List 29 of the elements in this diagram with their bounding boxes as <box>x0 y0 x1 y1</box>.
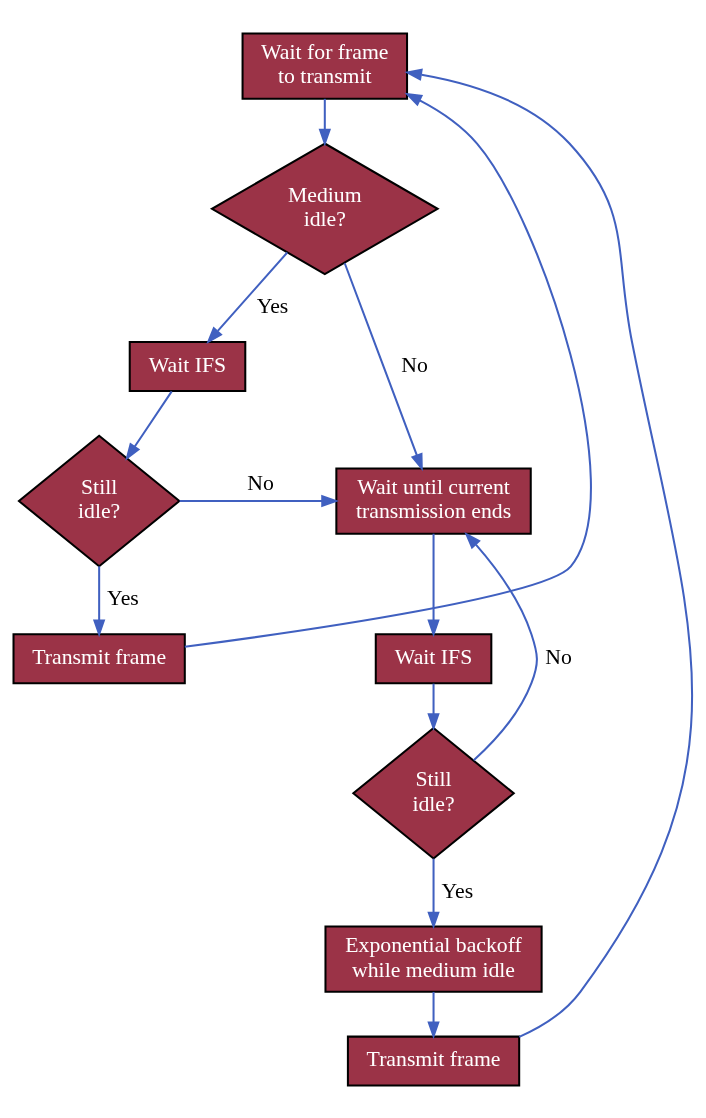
node-box: Wait until current transmission ends <box>335 466 532 535</box>
edge-label: Yes <box>441 878 474 903</box>
arrow <box>427 991 440 1039</box>
node-diamond: Medium idle? <box>209 141 440 275</box>
edge-label: No <box>247 470 274 495</box>
edge-label: No <box>401 352 428 377</box>
node-box: Transmit frame <box>12 632 186 684</box>
arrow <box>125 390 173 461</box>
arrow <box>206 251 289 344</box>
node-box: Wait IFS <box>374 632 493 684</box>
node-box: Wait for frame to transmit <box>241 31 409 100</box>
node-box: Exponential backoff while medium idle <box>324 925 543 993</box>
arrow <box>427 858 440 929</box>
arrow <box>179 494 339 507</box>
arrow <box>404 68 694 1038</box>
node-diamond: Still idle? <box>351 726 516 860</box>
arrow <box>184 92 592 648</box>
arrow <box>427 533 440 637</box>
edge-label: No <box>545 644 572 669</box>
arrow <box>318 98 331 147</box>
edge-label: Yes <box>256 293 289 318</box>
node-diamond: Still idle? <box>17 434 181 568</box>
arrow <box>92 565 106 637</box>
node-box: Wait IFS <box>128 340 247 392</box>
arrow <box>427 683 440 731</box>
node-box: Transmit frame <box>346 1035 521 1087</box>
arrow <box>343 262 423 471</box>
arrow <box>464 531 538 761</box>
edge-label: Yes <box>107 585 139 610</box>
